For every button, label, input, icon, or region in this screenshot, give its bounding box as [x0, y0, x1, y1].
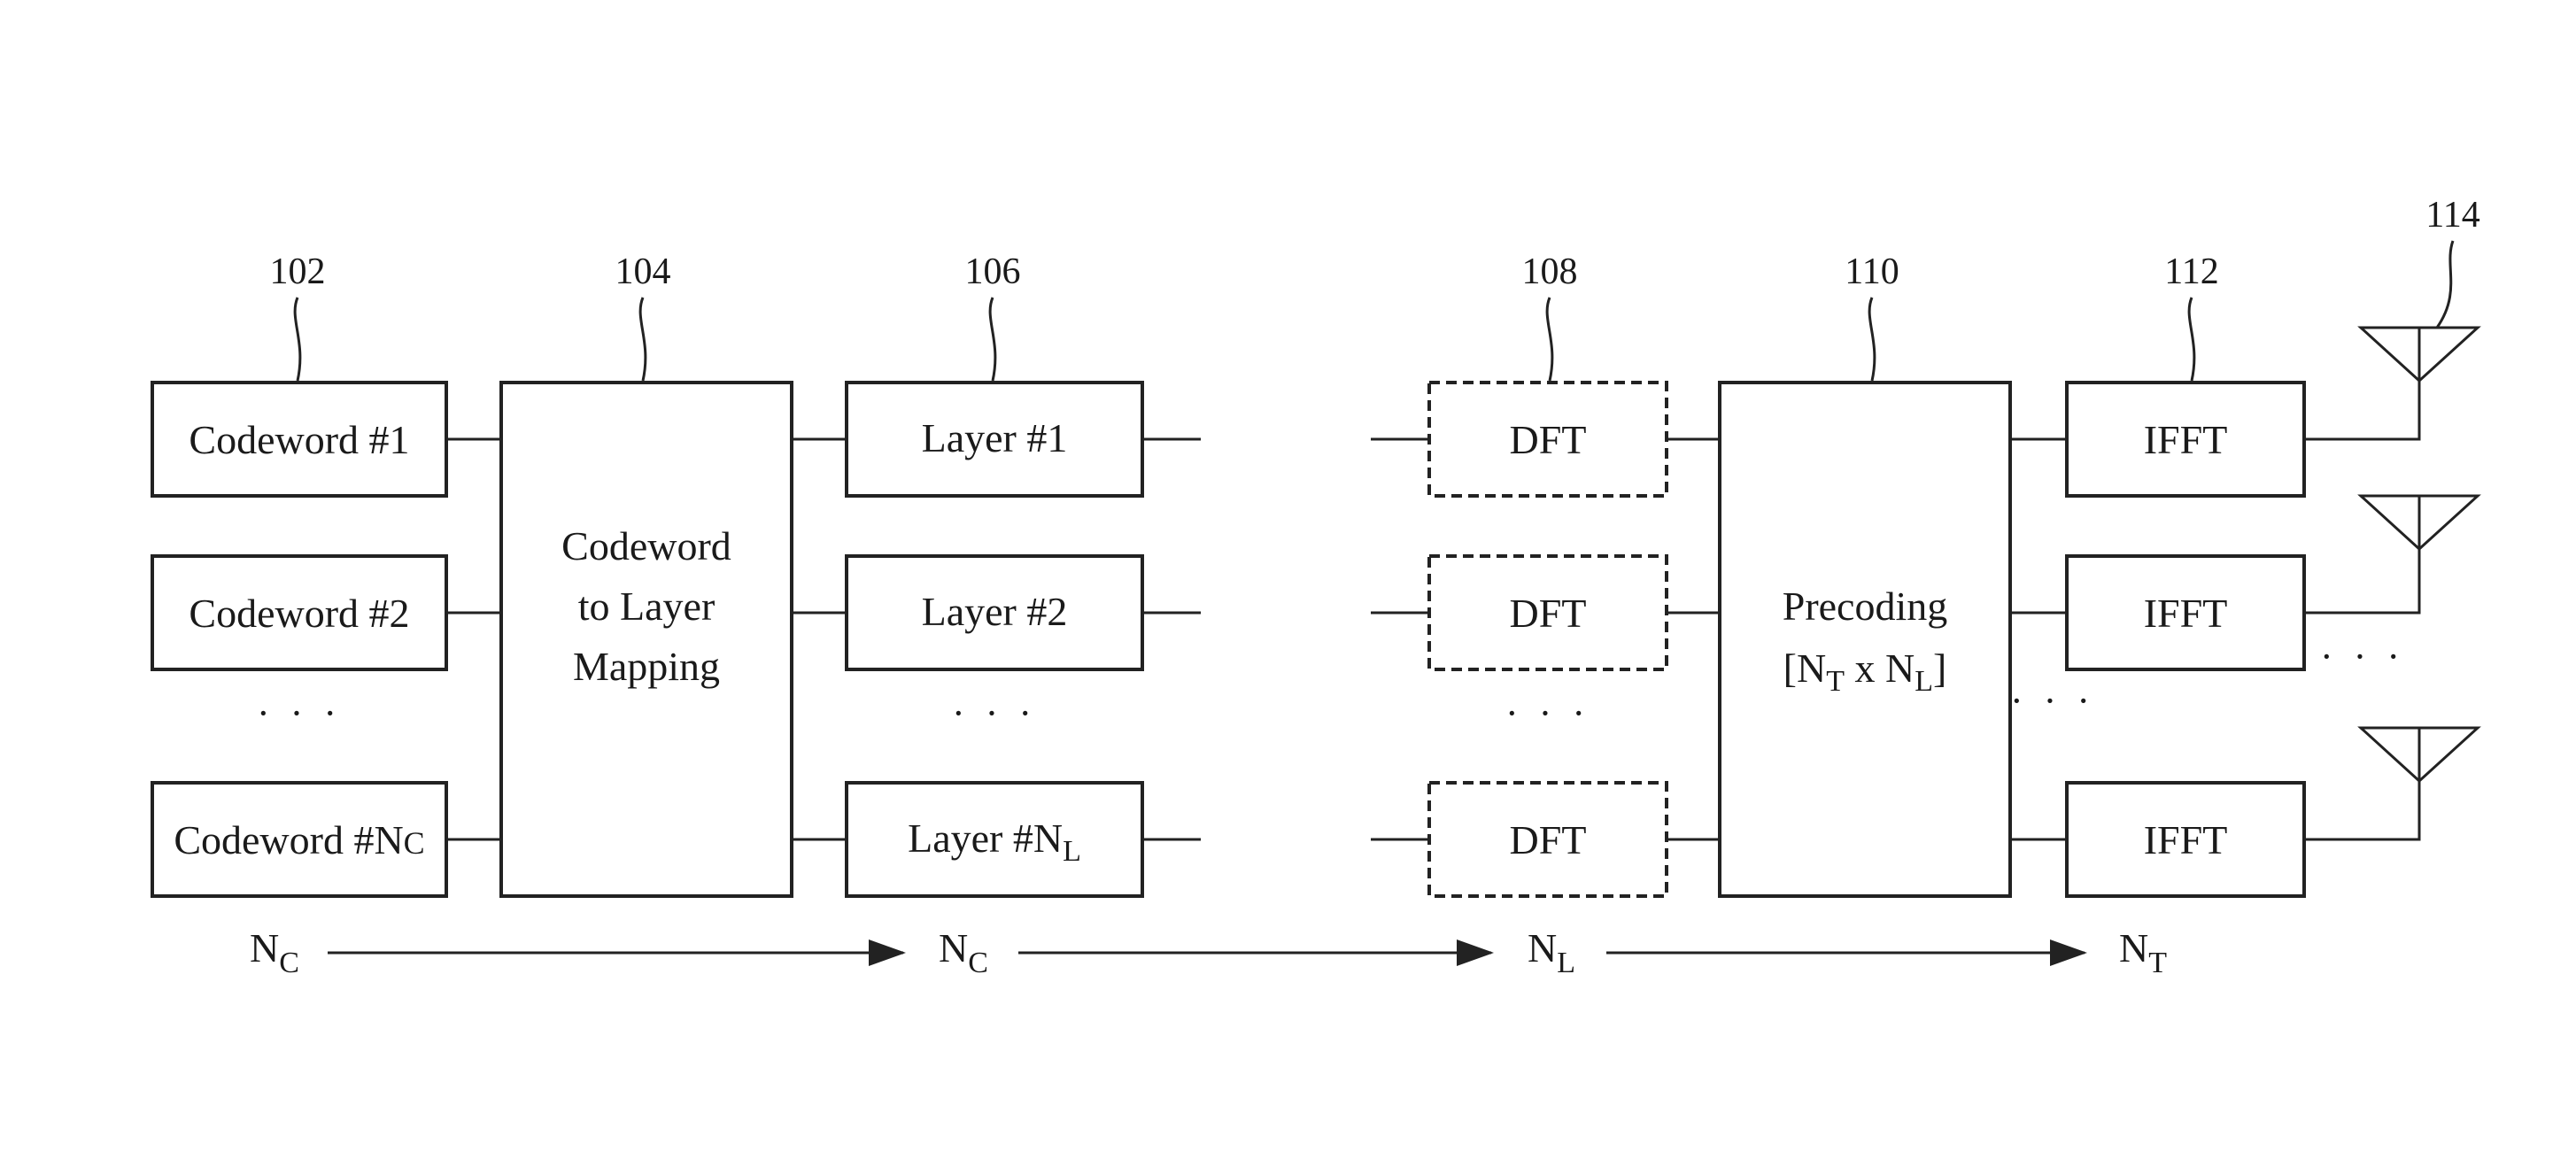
- precoding-block: Precoding [NT x NL]: [1720, 383, 2010, 896]
- ref-110: 110: [1845, 251, 1899, 292]
- codeword-1-label: Codeword #1: [189, 417, 409, 462]
- leader-102: [295, 298, 300, 381]
- mapping-line-1: Codeword: [561, 523, 731, 568]
- axis-nc-1: NC: [250, 925, 299, 979]
- antenna-3-icon: [2361, 728, 2478, 781]
- dimension-axis: NC NC NL NT: [250, 925, 2167, 979]
- dft-1-label: DFT: [1510, 417, 1587, 462]
- codeword-column: Codeword #1 Codeword #2 · · · Codeword #…: [152, 383, 446, 896]
- leader-108: [1547, 298, 1552, 381]
- precoding-ifft-ellipsis: · · ·: [2010, 679, 2095, 723]
- antenna-ellipsis: · · ·: [2320, 635, 2405, 678]
- codeword-ellipsis: · · ·: [257, 692, 342, 735]
- mapping-block: Codeword to Layer Mapping: [501, 383, 792, 896]
- ref-104: 104: [615, 251, 671, 292]
- leader-106: [990, 298, 995, 381]
- leader-112: [2189, 298, 2194, 381]
- antenna-column: · · ·: [2320, 328, 2478, 781]
- mapping-line-3: Mapping: [573, 644, 720, 689]
- ref-102: 102: [270, 251, 326, 292]
- antenna-1-icon: [2361, 328, 2478, 381]
- dft-ellipsis: · · ·: [1505, 692, 1590, 735]
- layer-1-label: Layer #1: [922, 415, 1068, 460]
- dft-column: DFT DFT · · · DFT: [1429, 383, 1667, 896]
- mapping-line-2: to Layer: [578, 584, 716, 629]
- antenna-2-icon: [2361, 496, 2478, 549]
- ref-106: 106: [965, 251, 1021, 292]
- ref-108: 108: [1522, 251, 1578, 292]
- mapping-box: [501, 383, 792, 896]
- layer-2-label: Layer #2: [922, 589, 1068, 634]
- ifft-3-label: IFFT: [2144, 817, 2228, 862]
- ref-labels: 102 104 106 108 110 112 114: [270, 195, 2480, 381]
- ref-112: 112: [2164, 251, 2218, 292]
- dft-3-label: DFT: [1510, 817, 1587, 862]
- axis-nt: NT: [2119, 925, 2167, 979]
- axis-nc-2: NC: [939, 925, 988, 979]
- leader-114: [2437, 241, 2453, 328]
- ifft-column: IFFT IFFT IFFT: [2067, 383, 2304, 896]
- dft-2-label: DFT: [1510, 591, 1587, 636]
- ifft-2-label: IFFT: [2144, 591, 2228, 636]
- layer-n-label: Layer #NL: [908, 816, 1081, 868]
- layer-ellipsis: · · ·: [952, 692, 1037, 735]
- leader-104: [640, 298, 646, 381]
- codeword-n-label: Codeword #NC: [174, 817, 424, 862]
- ifft-1-label: IFFT: [2144, 417, 2228, 462]
- axis-nl: NL: [1528, 925, 1575, 979]
- leader-110: [1869, 298, 1875, 381]
- layer-column: Layer #1 Layer #2 · · · Layer #NL: [847, 383, 1142, 896]
- precoding-box: [1720, 383, 2010, 896]
- precoding-line-1: Precoding: [1783, 584, 1948, 629]
- codeword-2-label: Codeword #2: [189, 591, 409, 636]
- ref-114: 114: [2425, 195, 2479, 236]
